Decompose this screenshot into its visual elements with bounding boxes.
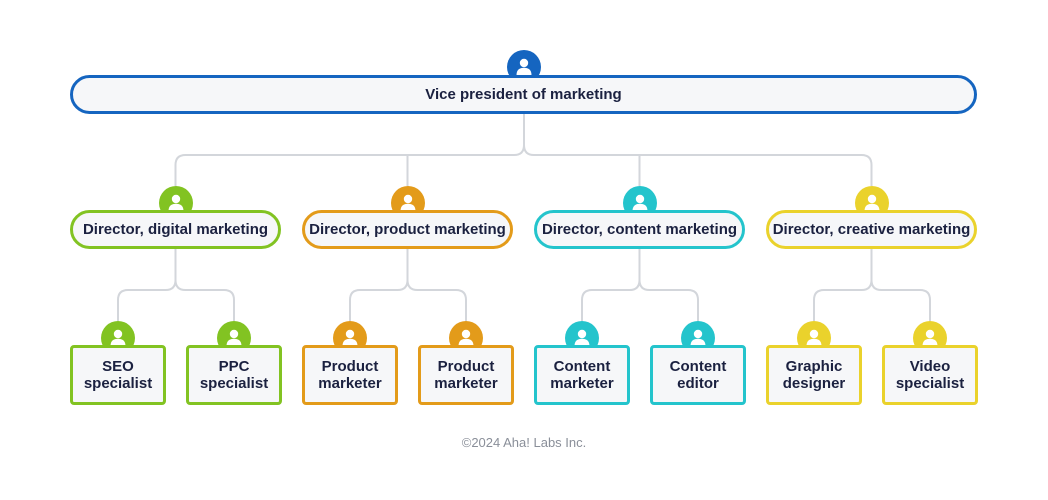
node-label: Content editor — [669, 358, 727, 392]
connector-line — [117, 279, 177, 321]
node-label: Director, creative marketing — [772, 221, 971, 238]
specialist-node: SEO specialist — [70, 345, 166, 405]
connector-line — [174, 144, 525, 186]
connector-line — [870, 279, 931, 321]
director-node: Director, product marketing — [302, 210, 513, 249]
connector-line — [349, 279, 409, 321]
node-label: Content marketer — [550, 358, 614, 392]
specialist-node: Product marketer — [302, 345, 398, 405]
vp-marketing-node: Vice president of marketing — [70, 75, 977, 114]
connector-line — [523, 144, 873, 186]
specialist-node: Graphic designer — [766, 345, 862, 405]
node-label: PPC specialist — [199, 358, 269, 392]
connector-line — [813, 279, 873, 321]
specialist-node: Content editor — [650, 345, 746, 405]
connector-line — [638, 279, 699, 321]
connector-line — [406, 279, 467, 321]
specialist-node: Product marketer — [418, 345, 514, 405]
specialist-node: PPC specialist — [186, 345, 282, 405]
director-node: Director, digital marketing — [70, 210, 281, 249]
node-label: Product marketer — [318, 358, 382, 392]
specialist-node: Video specialist — [882, 345, 978, 405]
connector-line — [581, 279, 641, 321]
copyright-footer: ©2024 Aha! Labs Inc. — [461, 435, 587, 450]
director-node: Director, content marketing — [534, 210, 745, 249]
node-label: Product marketer — [434, 358, 498, 392]
specialist-node: Content marketer — [534, 345, 630, 405]
node-label: Director, product marketing — [309, 221, 506, 238]
node-label: Director, digital marketing — [82, 221, 269, 238]
connector-line — [174, 279, 235, 321]
node-label: Graphic designer — [782, 358, 846, 392]
node-label: Video specialist — [895, 358, 965, 392]
node-label: SEO specialist — [83, 358, 153, 392]
node-label: Vice president of marketing — [425, 86, 622, 103]
director-node: Director, creative marketing — [766, 210, 977, 249]
node-label: Director, content marketing — [541, 221, 738, 238]
